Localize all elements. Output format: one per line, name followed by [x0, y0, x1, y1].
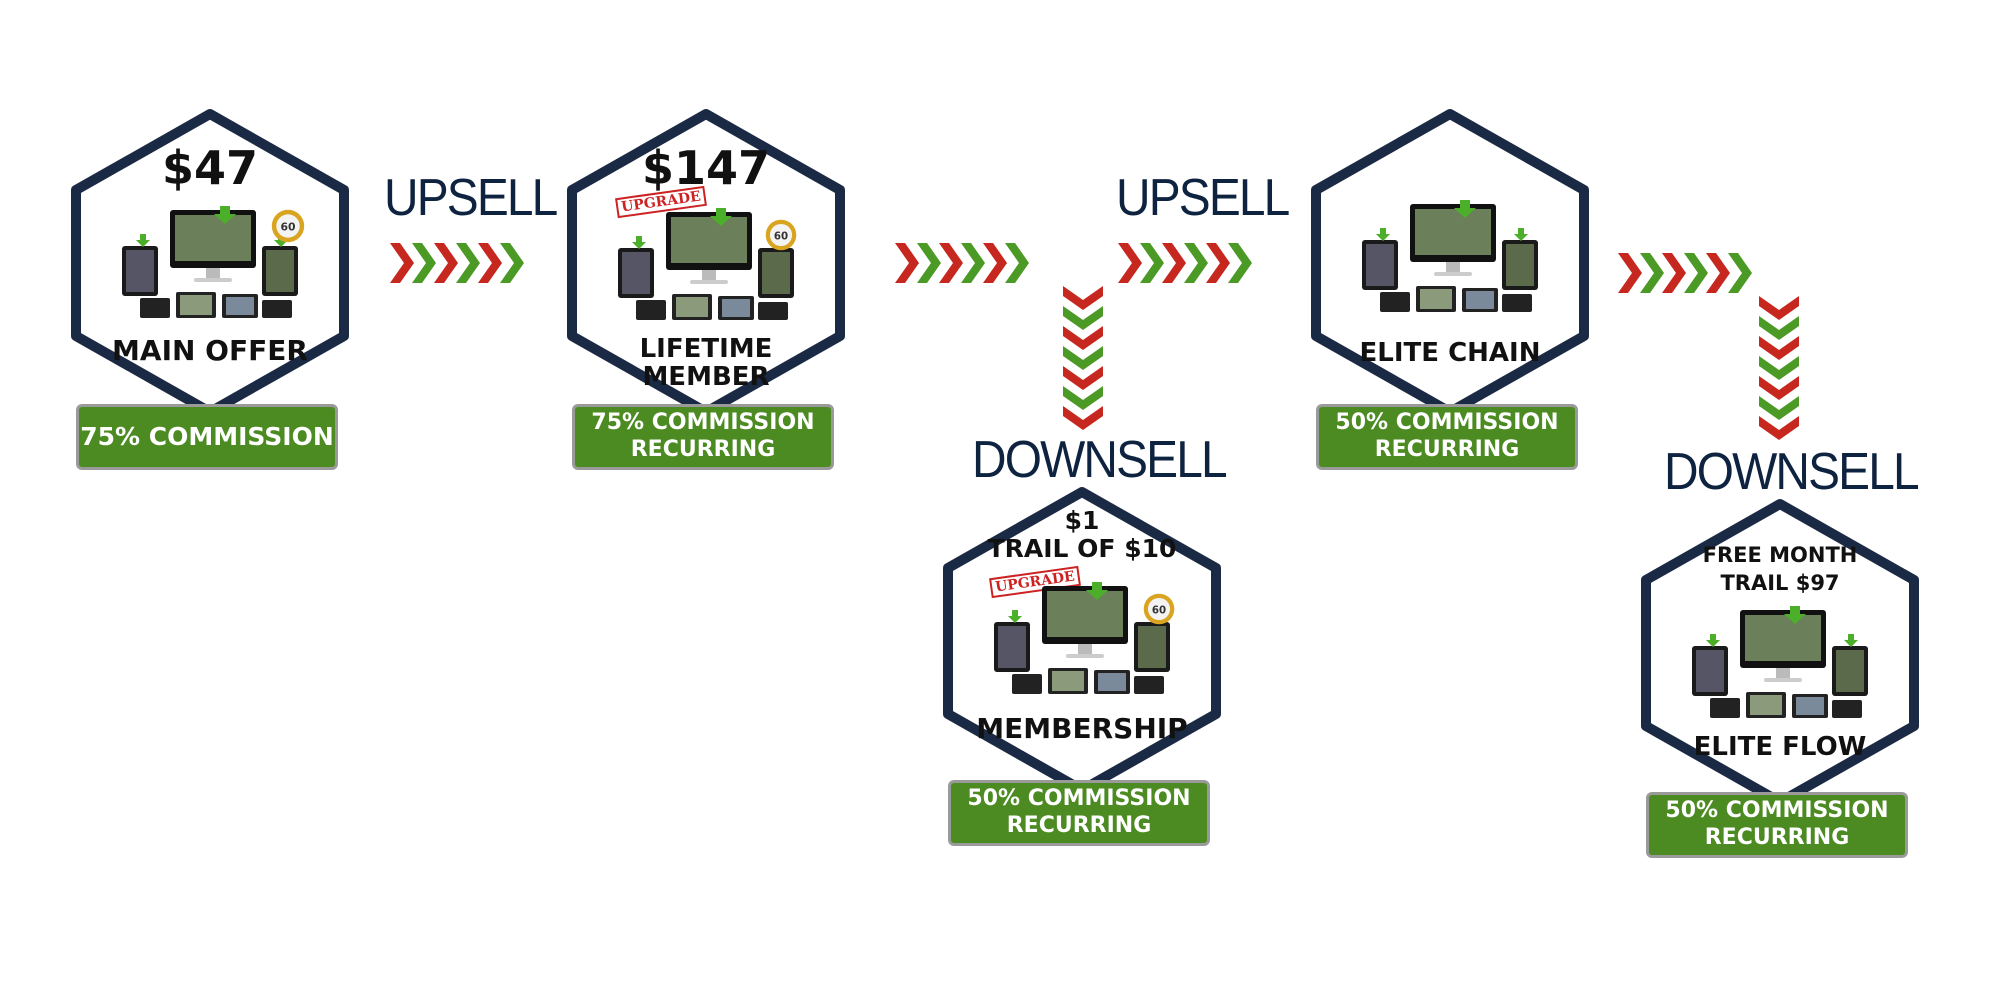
membership-price-line1: $1 [1064, 506, 1100, 535]
commission-text: 75% COMMISSION [80, 421, 334, 451]
downsell-label-1: DOWNSELL [972, 431, 1228, 489]
product-devices-icon [1690, 606, 1870, 726]
upsell-arrow-1 [390, 243, 524, 283]
commission-text-line1: 50% COMMISSION [1665, 798, 1889, 824]
product-devices-icon [1360, 200, 1540, 320]
elite-flow-price-line2: TRAIL $97 [1720, 571, 1840, 595]
commission-text-line1: 75% COMMISSION [591, 410, 815, 436]
membership-price-line2: TRAIL OF $10 [987, 534, 1177, 563]
elite-flow-name: ELITE FLOW [1693, 732, 1867, 762]
membership-name: MEMBERSHIP [976, 712, 1188, 745]
main-offer-price: $47 [161, 141, 259, 195]
guarantee-badge-icon [1142, 592, 1176, 626]
elite-chain-commission-badge: 50% COMMISSION RECURRING [1316, 404, 1578, 470]
downsell-arrow-1 [1063, 286, 1103, 430]
downsell-label-2: DOWNSELL [1664, 443, 1920, 501]
guarantee-badge-icon [270, 208, 306, 244]
commission-text-line2: RECURRING [1006, 813, 1152, 838]
commission-text-line2: RECURRING [1704, 825, 1850, 850]
upsell-label-2: UPSELL [1116, 169, 1290, 227]
membership-commission-badge: 50% COMMISSION RECURRING [948, 780, 1210, 846]
elite-chain-node: ELITE CHAIN [1310, 108, 1590, 418]
downsell-arrow-2 [1759, 296, 1799, 440]
main-offer-commission-badge: 75% COMMISSION [76, 404, 338, 470]
lifetime-member-name-line1: LIFETIME [639, 334, 773, 364]
membership-node: $1 TRAIL OF $10 UPGRADE MEMBERSHIP [942, 486, 1222, 796]
lifetime-member-name-line2: MEMBER [642, 362, 770, 392]
upsell-label-1: UPSELL [384, 169, 558, 227]
commission-text-line1: 50% COMMISSION [1335, 410, 1559, 436]
commission-text-line2: RECURRING [630, 437, 776, 462]
commission-text-line2: RECURRING [1374, 437, 1520, 462]
main-offer-name: MAIN OFFER [112, 334, 308, 367]
elite-flow-commission-badge: 50% COMMISSION RECURRING [1646, 792, 1908, 858]
elite-chain-name: ELITE CHAIN [1359, 338, 1541, 368]
elite-flow-price-line1: FREE MONTH [1702, 543, 1858, 567]
guarantee-badge-icon [764, 218, 798, 252]
lifetime-member-price: $147 [641, 141, 771, 195]
elite-flow-node: FREE MONTH TRAIL $97 ELITE FLOW [1640, 498, 1920, 808]
main-offer-node: $47 MAIN OFFER [70, 108, 350, 418]
lifetime-member-commission-badge: 75% COMMISSION RECURRING [572, 404, 834, 470]
flow-arrow-to-downsell-2 [1618, 253, 1752, 293]
commission-text-line1: 50% COMMISSION [967, 786, 1191, 812]
upsell-arrow-2 [1118, 243, 1252, 283]
lifetime-member-node: $147 UPGRADE LIFETIME MEMBER [566, 108, 846, 418]
flow-arrow-to-downsell-1 [895, 243, 1029, 283]
